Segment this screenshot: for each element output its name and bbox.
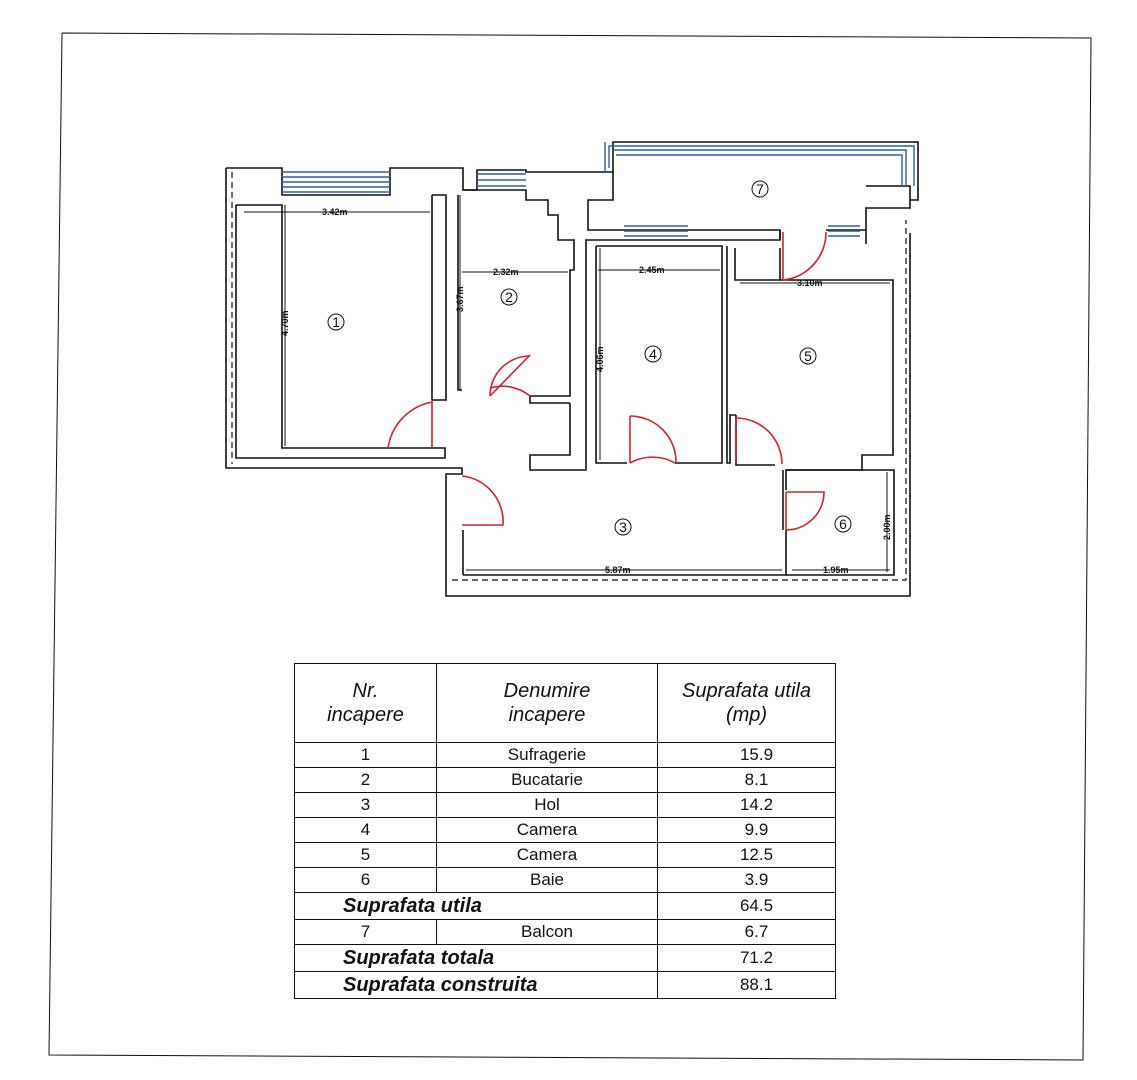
row-area: 3.9	[657, 867, 836, 893]
balcon-nr: 7	[294, 919, 437, 945]
row-area: 15.9	[657, 742, 836, 768]
room-number-1: 1	[332, 314, 340, 330]
doors	[387, 231, 827, 531]
room-number-5: 5	[804, 348, 812, 364]
header-denumire-line1: Denumire	[503, 680, 591, 702]
page-frame	[48, 32, 1092, 1061]
room-markers: 1 2 3 4 5 6 7	[327, 180, 852, 536]
room-number-3: 3	[619, 519, 627, 535]
dim-r4-width: 2.45m	[639, 265, 665, 275]
row-name: Bucatarie	[436, 767, 658, 793]
header-denumire-line2: incapere	[508, 704, 586, 726]
row-name: Sufragerie	[436, 742, 658, 768]
header-nr-line1: Nr.	[352, 680, 379, 702]
dim-r6-width: 1.95m	[823, 565, 849, 575]
row-nr: 4	[294, 817, 437, 843]
row-name: Camera	[436, 817, 658, 843]
dim-r4-height: 4.06m	[595, 346, 605, 372]
header-suprafata-line2: (mp)	[725, 704, 768, 726]
row-name: Hol	[436, 792, 658, 818]
utila-label: Suprafata utila	[294, 892, 658, 920]
row-nr: 1	[294, 742, 437, 768]
construita-area: 88.1	[657, 971, 836, 999]
room-number-4: 4	[649, 346, 657, 362]
dim-r2-width: 2.32m	[493, 267, 519, 277]
row-name: Camera	[436, 842, 658, 868]
row-area: 9.9	[657, 817, 836, 843]
row-nr: 5	[294, 842, 437, 868]
dim-r3-width: 5.87m	[605, 565, 631, 575]
room-number-2: 2	[505, 289, 513, 305]
header-nr-line2: incapere	[327, 704, 404, 726]
windows	[282, 142, 915, 237]
dim-r2-height: 3.67m	[455, 286, 465, 312]
dimension-lines	[244, 195, 890, 572]
room-number-6: 6	[839, 516, 847, 532]
header-suprafata-line1: Suprafata utila	[682, 680, 811, 702]
row-area: 12.5	[657, 842, 836, 868]
dimension-labels: 3.42m 4.70m 2.32m 3.67m 2.45m 4.06m 3.10…	[280, 207, 892, 575]
header-nr: Nr.incapere	[294, 663, 437, 743]
row-nr: 2	[294, 767, 437, 793]
interior-walls	[431, 172, 911, 576]
row-area: 14.2	[657, 792, 836, 818]
row-nr: 6	[294, 867, 437, 893]
row-name: Baie	[436, 867, 658, 893]
header-suprafata: Suprafata utila(mp)	[657, 663, 836, 743]
balcon-area: 6.7	[657, 919, 836, 945]
dim-r6-height: 2.00m	[882, 514, 892, 540]
room-number-7: 7	[756, 181, 764, 197]
totala-label: Suprafata totala	[294, 944, 658, 972]
row-nr: 3	[294, 792, 437, 818]
row-area: 8.1	[657, 767, 836, 793]
construita-label: Suprafata construita	[294, 971, 658, 999]
balcon-name: Balcon	[436, 919, 658, 945]
utila-area: 64.5	[657, 892, 836, 920]
totala-area: 71.2	[657, 944, 836, 972]
dim-r5-width: 3.10m	[797, 278, 823, 288]
dim-r1-height: 4.70m	[280, 310, 290, 336]
dim-r1-width: 3.42m	[322, 207, 348, 217]
